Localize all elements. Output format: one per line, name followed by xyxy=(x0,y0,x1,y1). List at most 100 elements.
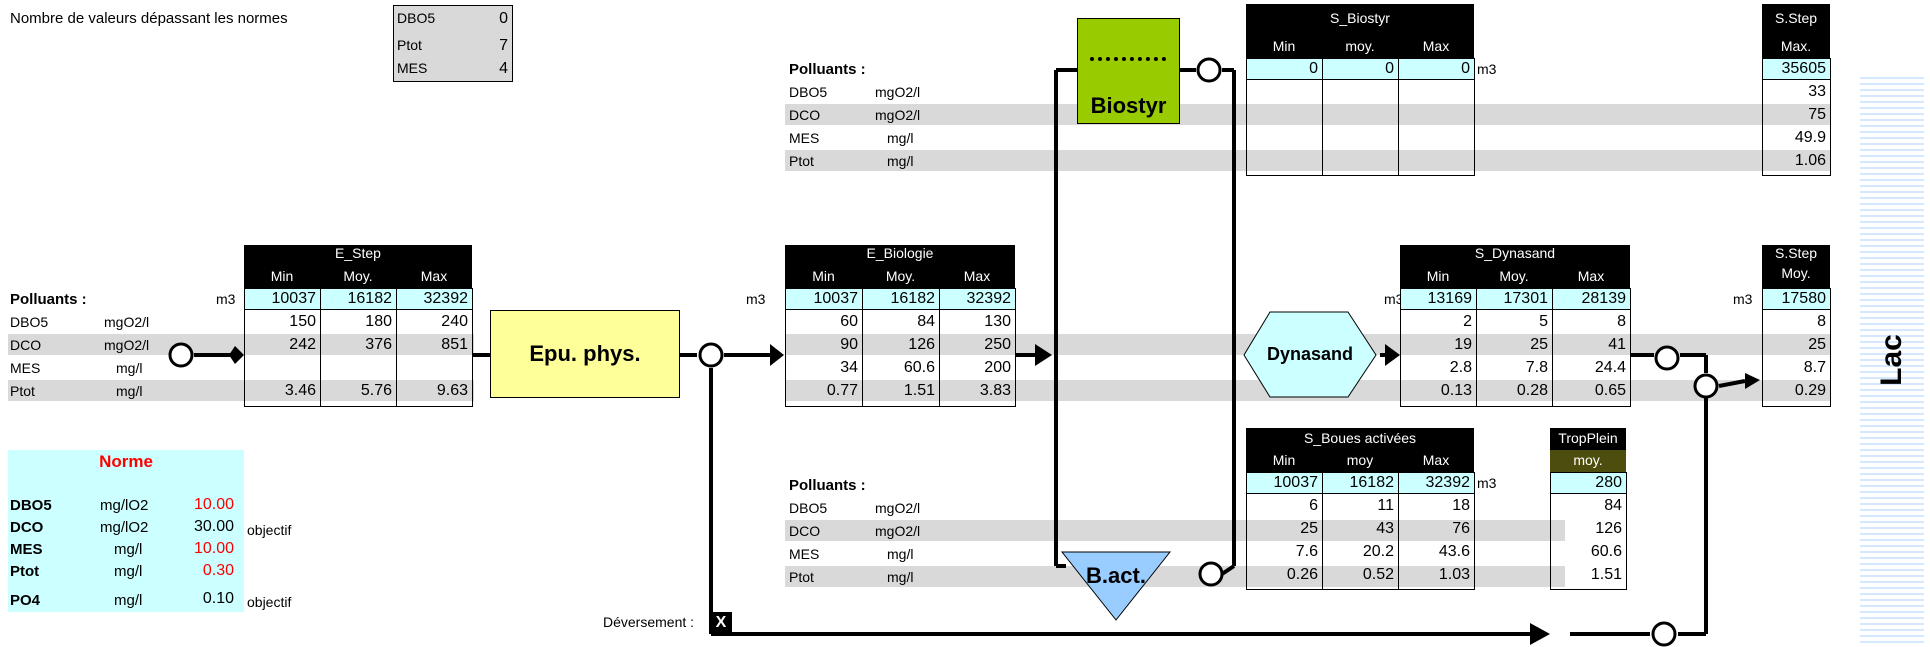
pollutants-label: Polluants : xyxy=(10,291,87,308)
norme-value: 30.00 xyxy=(193,518,234,535)
pollutant-name: Ptot xyxy=(789,153,814,169)
table-cell: 130 xyxy=(984,313,1011,330)
norme-value: 0.10 xyxy=(202,590,234,607)
pollutant-name: Ptot xyxy=(789,569,814,585)
table-cell: 1.03 xyxy=(1438,566,1470,583)
table-cell: 0.52 xyxy=(1362,566,1394,583)
m3-label: m3 xyxy=(1733,291,1753,307)
table-cell: 41 xyxy=(1608,336,1626,353)
flow-moy: 16182 xyxy=(890,290,936,307)
table-cell: 150 xyxy=(289,313,316,330)
s-biostyr-title: S_Biostyr xyxy=(1330,10,1390,26)
col-moy: Moy. xyxy=(885,268,916,284)
biostyr-process[interactable]: Biostyr xyxy=(1077,18,1180,124)
table-cell: 1.51 xyxy=(903,382,935,399)
table-cell: 2.8 xyxy=(1449,359,1472,376)
table-cell: 34 xyxy=(840,359,858,376)
count-value: 4 xyxy=(499,60,508,77)
process-label: Biostyr xyxy=(1090,93,1167,118)
table-cell: 60.6 xyxy=(903,359,935,376)
norme-panel xyxy=(8,450,244,612)
norme-unit: mg/lO2 xyxy=(100,497,149,514)
col-min: Min xyxy=(1426,268,1450,284)
epu-phys-process[interactable]: Epu. phys. xyxy=(490,310,680,398)
exceedance-count-box xyxy=(393,5,513,82)
pollutant-unit: mg/l xyxy=(116,360,143,376)
table-cell: 0.13 xyxy=(1440,382,1472,399)
bact-label[interactable]: B.act. xyxy=(1086,563,1146,588)
table-cell: 25 xyxy=(1530,336,1548,353)
col-moy: Moy. xyxy=(1762,265,1830,288)
pollutant-unit: mg/l xyxy=(116,383,143,399)
table-cell: 180 xyxy=(365,313,392,330)
table-cell: 8.7 xyxy=(1803,359,1826,376)
flow-max: 0 xyxy=(1461,60,1470,77)
table-cell: 851 xyxy=(441,336,468,353)
pollutant-unit: mgO2/l xyxy=(875,107,921,123)
norme-value: 10.00 xyxy=(193,540,234,557)
flow-moy: 17580 xyxy=(1781,290,1827,307)
biostyr-dots xyxy=(1090,57,1166,61)
bact-shape xyxy=(1060,551,1172,621)
norme-value: 0.30 xyxy=(202,562,234,579)
m3-label: m3 xyxy=(1384,291,1404,307)
dynasand-label[interactable]: Dynasand xyxy=(1266,344,1354,364)
trop-plein-table xyxy=(1550,472,1627,590)
deversement-label: Déversement : xyxy=(603,614,695,630)
flow-max: 28139 xyxy=(1581,290,1627,307)
norme-unit: mg/l xyxy=(114,541,143,558)
e-biologie-title: E_Biologie xyxy=(785,245,1015,265)
pollutant-unit: mgO2/l xyxy=(875,84,921,100)
table-cell: 33 xyxy=(1808,83,1826,100)
table-cell: 11 xyxy=(1377,497,1394,514)
pollutant-unit: mgO2/l xyxy=(104,337,150,353)
flow-max: 32392 xyxy=(423,290,469,307)
col-max: Max xyxy=(1422,452,1450,468)
deversement-toggle[interactable]: X xyxy=(710,612,732,634)
pollutant-unit: mg/l xyxy=(887,153,914,169)
table-cell: 76 xyxy=(1452,520,1470,537)
s-boues-title: S_Boues activées xyxy=(1303,430,1417,446)
s-step-max-table xyxy=(1762,58,1831,176)
table-cell: 1.06 xyxy=(1794,152,1826,169)
table-cell: 6 xyxy=(1309,497,1318,514)
e-biologie-table xyxy=(785,288,1016,407)
col-max: Max xyxy=(420,268,448,284)
m3-label: m3 xyxy=(746,291,766,307)
table-cell: 84 xyxy=(917,313,935,330)
flow-moy: 17301 xyxy=(1503,290,1549,307)
table-cell: 5.76 xyxy=(360,382,392,399)
table-cell: 126 xyxy=(1595,520,1622,537)
table-cell: 2 xyxy=(1463,313,1472,330)
pollutant-unit: mg/l xyxy=(887,546,914,562)
table-cell: 0.29 xyxy=(1794,382,1826,399)
pollutant-name: DBO5 xyxy=(10,314,49,330)
page-title: Nombre de valeurs dépassant les normes xyxy=(10,10,288,27)
table-cell: 25 xyxy=(1300,520,1318,537)
s-biostyr-table xyxy=(1246,58,1475,176)
table-cell: 90 xyxy=(840,336,858,353)
col-moy: Moy. xyxy=(343,268,373,284)
pollutants-label: Polluants : xyxy=(789,477,866,494)
m3-label: m3 xyxy=(1477,61,1497,77)
pollutant-name: MES xyxy=(789,130,820,146)
table-cell: 250 xyxy=(984,336,1011,353)
norme-name: PO4 xyxy=(10,592,41,609)
table-cell: 126 xyxy=(908,336,935,353)
pollutant-unit: mgO2/l xyxy=(875,523,921,539)
col-max: Max. xyxy=(1780,38,1812,54)
flow-moy: 16182 xyxy=(1349,474,1395,491)
table-cell: 1.51 xyxy=(1590,566,1622,583)
table-cell: 60 xyxy=(840,313,858,330)
col-moy: Moy. xyxy=(1499,268,1529,284)
table-cell: 200 xyxy=(984,359,1011,376)
col-moy: moy xyxy=(1346,452,1374,468)
s-boues-table xyxy=(1246,472,1475,590)
pollutant-name: DCO xyxy=(10,337,42,353)
pollutant-unit: mg/l xyxy=(887,130,914,146)
s-step-moy-table xyxy=(1762,288,1831,407)
col-moy: moy. xyxy=(1573,452,1603,468)
col-max: Max xyxy=(1577,268,1605,284)
col-min: Min xyxy=(270,268,294,284)
